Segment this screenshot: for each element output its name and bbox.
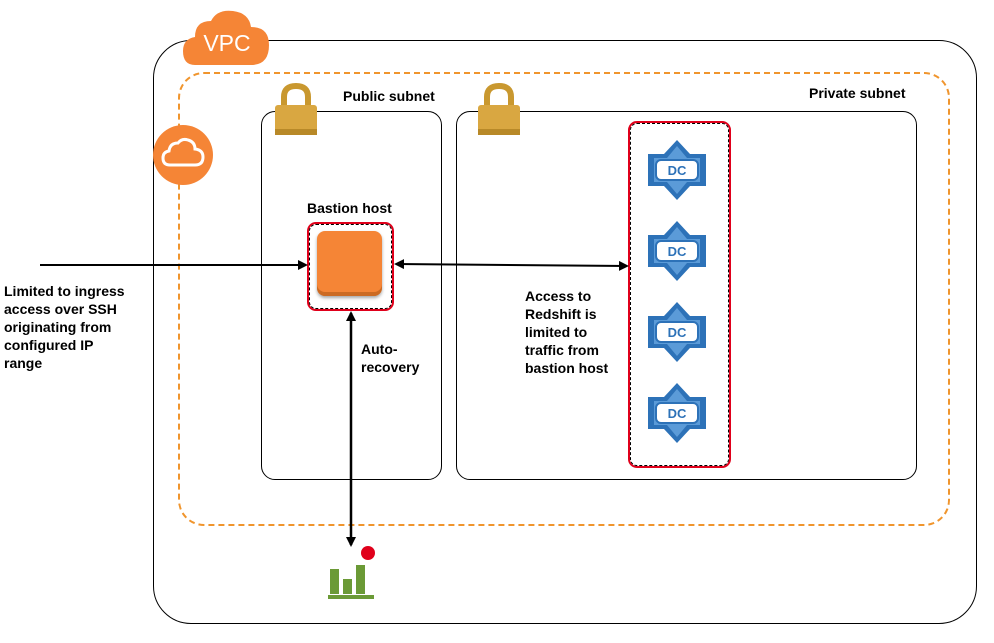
redshift-node-list: DC DC DC DC [630, 123, 729, 466]
ec2-instance-icon [317, 231, 382, 296]
bastion-redshift-arrow [394, 259, 629, 271]
redshift-node-text: DC [668, 163, 687, 178]
redshift-node-icon: DC [648, 221, 706, 281]
redshift-access-note: Access to Redshift is limited to traffic… [525, 288, 609, 376]
public-subnet-label: Public subnet [343, 88, 435, 104]
public-subnet-lock-icon [275, 83, 317, 135]
bastion-host-frame [307, 222, 394, 311]
redshift-node-icon: DC [648, 140, 706, 200]
redshift-cluster-frame [628, 121, 731, 468]
bastion-host-label: Bastion host [307, 200, 392, 216]
vpc-boundary [153, 40, 977, 624]
private-subnet-lock-icon [478, 83, 520, 135]
cloud-icon [153, 125, 213, 185]
redshift-node-text: DC [668, 244, 687, 259]
private-subnet [456, 111, 917, 480]
private-subnet-label: Private subnet [809, 85, 906, 101]
cloudwatch-alarm-icon [328, 546, 375, 599]
availability-zone-boundary [178, 72, 950, 526]
vpc-cloud-icon [183, 10, 269, 65]
vpc-label: VPC [203, 30, 251, 56]
redshift-node-icon: DC [648, 302, 706, 362]
ingress-note: Limited to ingress access over SSH origi… [4, 283, 125, 371]
redshift-node-text: DC [668, 406, 687, 421]
redshift-node-text: DC [668, 325, 687, 340]
redshift-node-icon: DC [648, 383, 706, 443]
auto-recovery-note: Auto- recovery [361, 341, 420, 375]
